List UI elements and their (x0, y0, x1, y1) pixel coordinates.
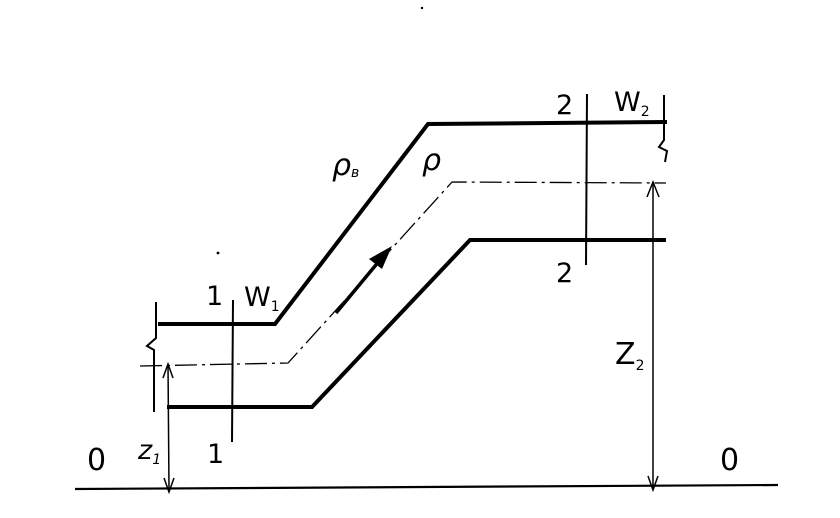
right-break-mark (657, 95, 669, 163)
datum-label-left: 0 (87, 443, 106, 478)
z2-arrow-top (646, 179, 660, 198)
section-1-line (231, 299, 234, 443)
scan-dot (216, 251, 220, 255)
section-2-label-bottom: 2 (556, 258, 573, 289)
height-z2-label: Z2 (615, 337, 644, 374)
pipe-axis-centerline (139, 181, 667, 367)
velocity-w2-label: W2 (614, 87, 650, 120)
section-1-label-top: 1 (206, 281, 223, 312)
height-z1-label: z1 (137, 435, 161, 468)
datum-line (74, 483, 779, 491)
section-1-label-bottom: 1 (207, 439, 224, 470)
scan-dot (420, 6, 424, 10)
z2-arrow-bottom (647, 475, 659, 493)
z1-arrow-top (162, 361, 174, 379)
density-rho-b-label: ρв (332, 148, 359, 183)
pipe-upper-wall (158, 120, 668, 326)
z1-arrow-bottom (163, 477, 175, 495)
pipe-lower-wall (167, 238, 666, 409)
left-break-mark (145, 302, 157, 412)
flow-arrow-head (369, 246, 392, 269)
flow-arrow-shaft (334, 258, 382, 315)
section-2-label-top: 2 (556, 90, 573, 121)
velocity-w1-label: W1 (244, 282, 280, 315)
density-rho-label: ρ (422, 143, 441, 178)
datum-label-right: 0 (720, 443, 739, 478)
section-2-line (585, 93, 588, 266)
z1-dimension-line (167, 363, 170, 490)
